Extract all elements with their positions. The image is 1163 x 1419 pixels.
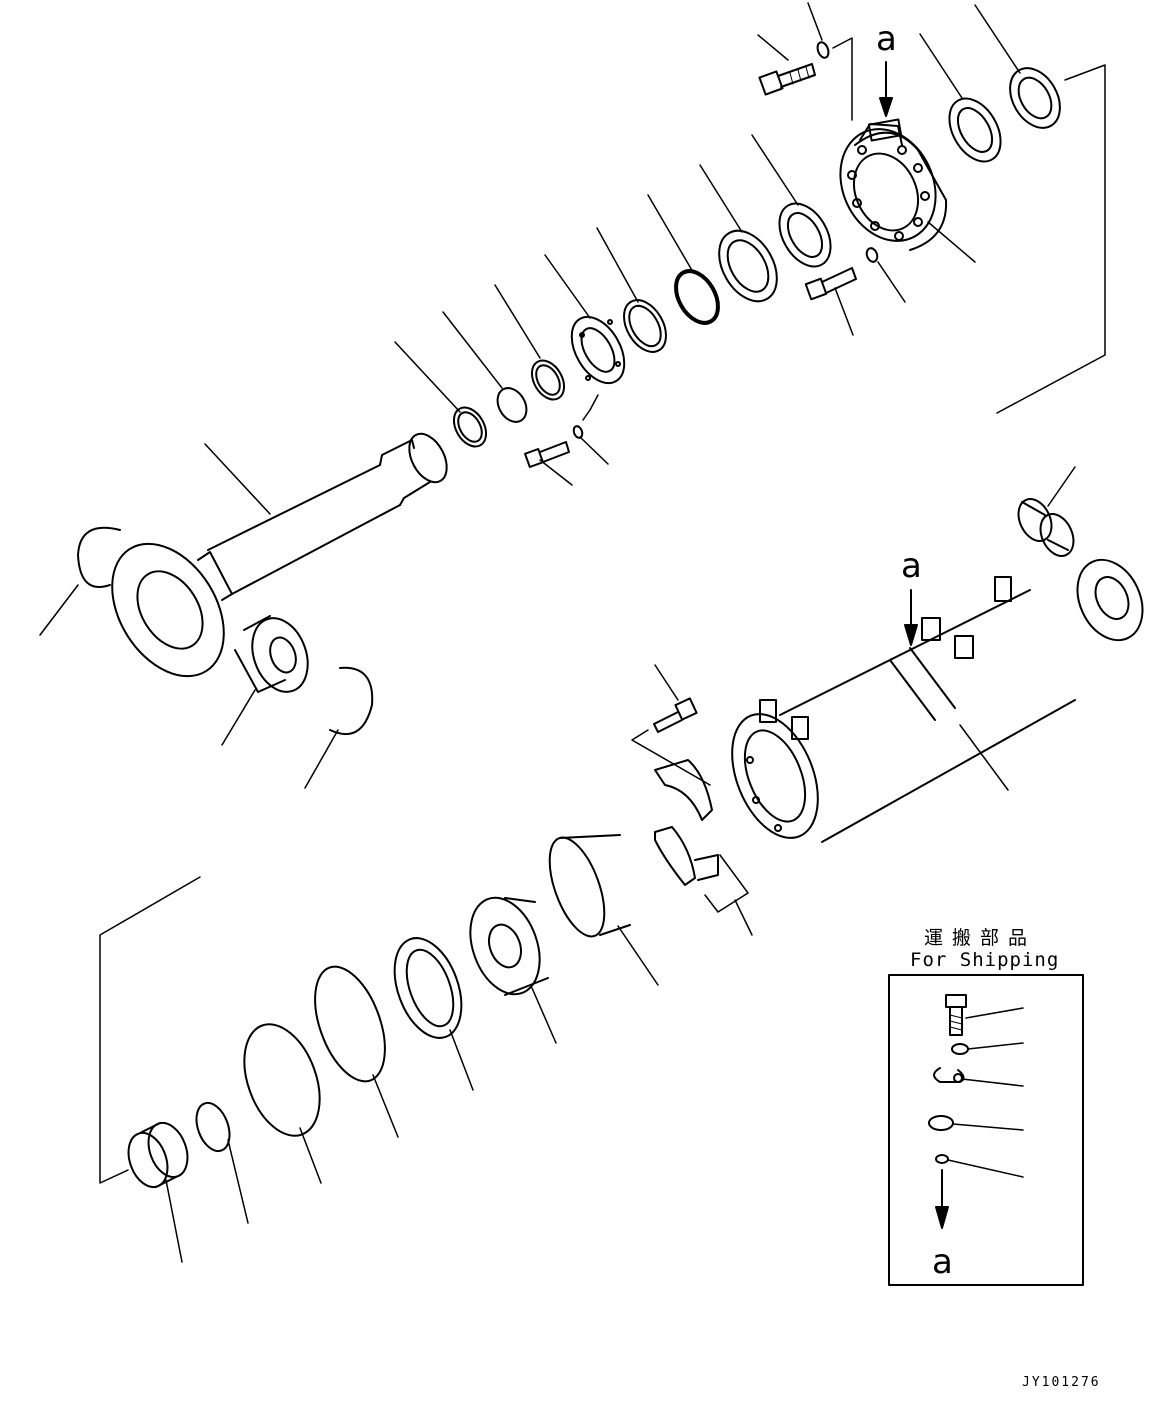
bracket-right: [996, 64, 1106, 414]
ring-3: [674, 269, 720, 325]
bracket-head-top: [832, 37, 853, 121]
clamp-half-upper: [654, 759, 713, 821]
clamp-half-lower: [654, 826, 719, 886]
piston: [469, 896, 549, 996]
bolt-upper: [758, 63, 816, 96]
callout-arrow-tube: [904, 589, 918, 646]
rod-bushing: [234, 615, 309, 693]
snap-ring-small: [452, 406, 488, 448]
washer-plate: [572, 425, 584, 439]
ring-5: [530, 359, 566, 401]
shipping-bolt: [945, 994, 967, 1036]
tube-bushing: [1017, 498, 1075, 557]
washer-upper: [816, 41, 830, 59]
shipping-leaders: [947, 1007, 1024, 1178]
cover-plate: [570, 315, 626, 385]
shipping-cap: [935, 1154, 949, 1164]
snap-ring-left-upper: [77, 526, 121, 588]
bracket-plate-bolt: [582, 394, 599, 421]
leader-lines: [39, 2, 1076, 1263]
shipping-washer: [951, 1043, 969, 1055]
piston-collar: [127, 1121, 189, 1189]
snap-ring-piston: [195, 1101, 231, 1153]
seal-ring-right-2: [1009, 67, 1061, 129]
snap-ring-left-lower: [329, 666, 374, 735]
cylinder-tube: [731, 558, 1144, 843]
ring-1: [778, 202, 832, 268]
piston-seal: [393, 937, 463, 1039]
ring-4: [623, 299, 667, 353]
backup-ring: [243, 1023, 321, 1137]
plug: [496, 387, 528, 423]
callout-label-tube: a: [901, 546, 922, 586]
shipping-title-jp: 運搬部品: [924, 927, 1037, 949]
bracket-tube-bolt: [631, 729, 711, 786]
callout-label-top: a: [876, 19, 897, 59]
ring-2: [718, 229, 778, 303]
wear-ring: [548, 834, 631, 938]
bolt-plate: [524, 441, 570, 468]
bracket-clamp: [704, 854, 749, 913]
shipping-callout-arrow: [935, 1169, 949, 1229]
shipping-clip: [933, 1067, 965, 1083]
callout-label-shipping: a: [932, 1242, 953, 1282]
figure-id: JY101276: [1022, 1375, 1101, 1390]
cylinder-head: [839, 118, 948, 251]
seal-ring-right-1: [948, 97, 1002, 163]
piston-rod: [111, 432, 448, 678]
shipping-box-frame: [888, 974, 1084, 1286]
bracket-left: [99, 876, 201, 1184]
o-ring-large: [314, 965, 386, 1083]
callout-arrow-top: [879, 61, 893, 117]
bolt-head-lower: [804, 267, 857, 301]
shipping-plug: [928, 1115, 954, 1131]
bolt-tube: [653, 697, 698, 733]
washer-head-lower: [865, 247, 879, 263]
shipping-title-en: For Shipping: [910, 949, 1060, 971]
